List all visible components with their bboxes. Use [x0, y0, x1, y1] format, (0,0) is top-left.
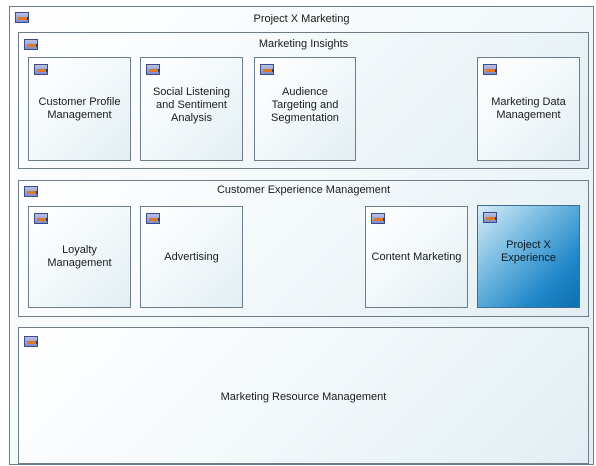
capability-icon	[34, 64, 48, 75]
capability-label: Loyalty Management	[47, 244, 112, 269]
capability-loyalty-management[interactable]: Loyalty Management	[28, 206, 131, 308]
capability-icon	[260, 64, 274, 75]
capability-advertising[interactable]: Advertising	[140, 206, 243, 308]
group-marketing-resource-management[interactable]: Marketing Resource Management	[18, 327, 589, 464]
capability-label: Content Marketing	[371, 250, 462, 263]
capability-label: Customer Profile Management	[38, 96, 121, 121]
capability-social-listening[interactable]: Social Listening and Sentiment Analysis	[140, 57, 243, 161]
capability-label: Social Listening and Sentiment Analysis	[152, 85, 231, 124]
capability-label: Audience Targeting and Segmentation	[271, 85, 339, 124]
capability-label: Advertising	[164, 250, 219, 263]
capability-icon	[24, 186, 38, 197]
capability-icon	[371, 213, 385, 224]
capability-customer-profile-management[interactable]: Customer Profile Management	[28, 57, 131, 161]
capability-icon	[24, 39, 38, 50]
capability-icon	[483, 212, 497, 223]
group-title: Customer Experience Management	[216, 184, 391, 196]
capability-label: Project X Experience	[500, 238, 557, 264]
capability-icon	[146, 213, 160, 224]
root-title: Project X Marketing	[253, 13, 350, 25]
capability-content-marketing[interactable]: Content Marketing	[365, 206, 468, 308]
capability-audience-targeting[interactable]: Audience Targeting and Segmentation	[254, 57, 356, 161]
capability-icon	[15, 12, 29, 23]
group-title: Marketing Resource Management	[220, 391, 387, 403]
capability-label: Marketing Data Management	[491, 96, 566, 121]
capability-icon	[146, 64, 160, 75]
capability-icon	[34, 213, 48, 224]
capability-marketing-data-management[interactable]: Marketing Data Management	[477, 57, 580, 161]
capability-icon	[24, 336, 38, 347]
capability-project-x-experience[interactable]: Project X Experience	[477, 205, 580, 308]
group-title: Marketing Insights	[258, 38, 349, 50]
capability-icon	[483, 64, 497, 75]
